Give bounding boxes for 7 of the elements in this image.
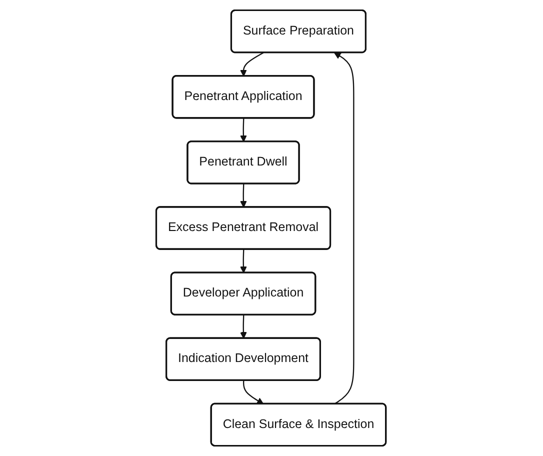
arrow [240,118,248,142]
arrow [240,315,248,339]
arrow [243,380,264,404]
arrow [240,249,248,274]
arrow [240,184,248,208]
arrow [240,52,264,76]
arrow [334,52,355,404]
